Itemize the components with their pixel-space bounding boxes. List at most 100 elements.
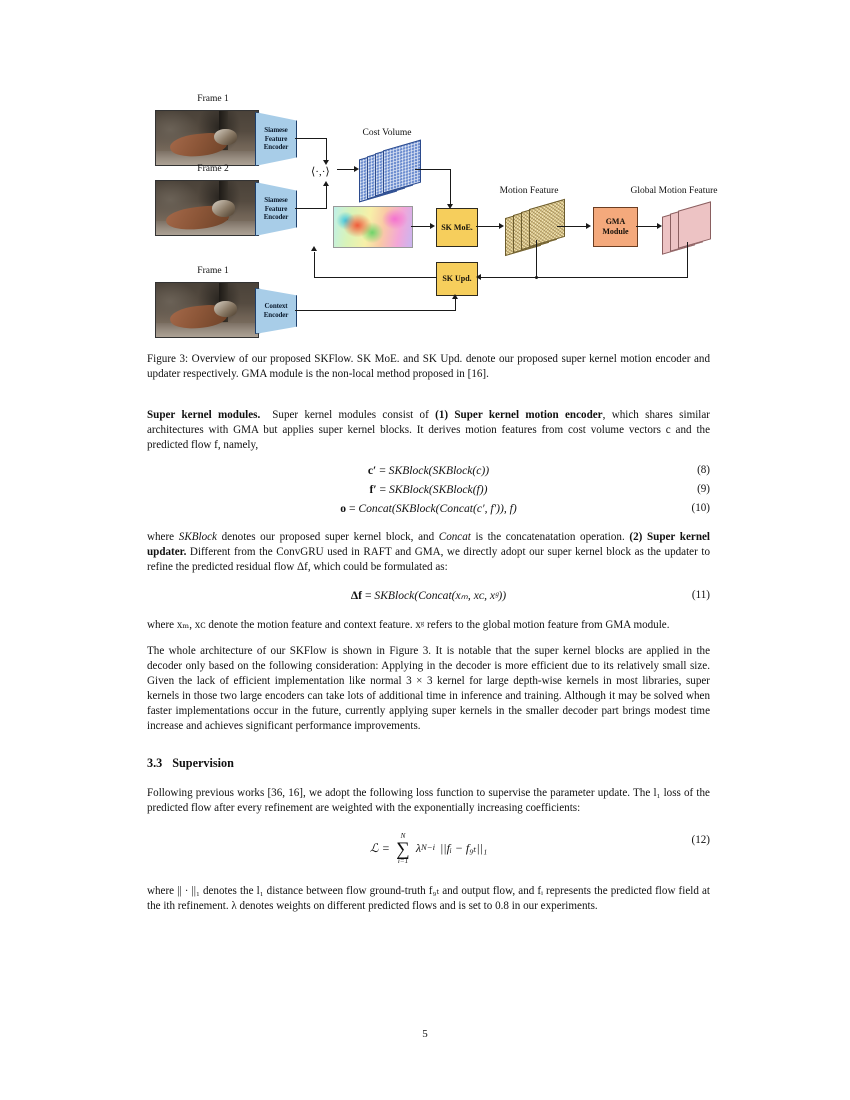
equation-group-8-10: c′ = SKBlock(SKBlock(c)) (8) f′ = SKBloc… bbox=[147, 462, 710, 518]
runin-super-kernel-modules: Super kernel modules. bbox=[147, 409, 261, 422]
siamese-encoder-1-line2: Feature bbox=[264, 134, 288, 143]
page-content: Frame 1 Siamese Feature Encoder Frame 2 bbox=[147, 90, 718, 914]
eq12-lhs: ℒ bbox=[369, 840, 379, 855]
frame1-bottom-label: Frame 1 bbox=[197, 266, 229, 276]
arrowhead-contextencoder-to-skupd bbox=[452, 294, 458, 299]
eq12-norm: ||fᵢ − f₉ₜ||₁ bbox=[440, 840, 488, 855]
wire-costvolume-out bbox=[415, 169, 451, 171]
eq11-lhs: Δf bbox=[350, 588, 363, 602]
equation-8: c′ = SKBlock(SKBlock(c)) (8) bbox=[147, 462, 710, 481]
frame2-label: Frame 2 bbox=[197, 164, 229, 174]
eq12-rel: = bbox=[382, 840, 390, 855]
equation-group-11: Δf = SKBlock(Concat(xₘ, xᴄ, xᵍ)) (11) bbox=[147, 587, 710, 606]
wire-skupd-feedback bbox=[314, 277, 437, 279]
motion-feature-label: Motion Feature bbox=[499, 186, 559, 196]
paragraph-where-skblock: where SKBlock denotes our proposed super… bbox=[147, 530, 710, 575]
eq10-number: (10) bbox=[691, 501, 710, 514]
skm-before-bold: Super kernel modules consist of bbox=[272, 409, 436, 422]
wsk-skblock: SKBlock bbox=[178, 530, 217, 543]
context-encoder: Context Encoder bbox=[255, 288, 297, 334]
eq10-rel: = bbox=[348, 501, 356, 515]
paragraph-super-kernel-modules: Super kernel modules. Super kernel module… bbox=[147, 408, 710, 453]
arrowhead-motionfeature-to-skupd bbox=[476, 274, 481, 280]
cost-volume-label: Cost Volume bbox=[362, 128, 412, 138]
gma-module-line1: GMA bbox=[605, 217, 626, 227]
figure-caption: Figure 3: Overview of our proposed SKFlo… bbox=[147, 353, 710, 381]
arrowhead-skupd-to-flow bbox=[311, 246, 317, 251]
context-encoder-line2: Encoder bbox=[263, 311, 289, 319]
eq9-lhs: f′ bbox=[369, 483, 377, 497]
eq12-sum-upper: N bbox=[400, 832, 406, 841]
context-encoder-line1: Context bbox=[264, 302, 288, 311]
wire-enc2-out bbox=[295, 208, 327, 210]
flow-field-image bbox=[333, 206, 413, 248]
motion-feature-stack bbox=[505, 198, 565, 256]
eq12-sum-lower: i=1 bbox=[397, 857, 409, 866]
eq8-lhs: c′ bbox=[367, 464, 377, 478]
eq11-rhs: SKBlock(Concat(xₘ, xᴄ, xᵍ)) bbox=[374, 588, 507, 602]
paragraph-supervision-intro: Following previous works [36, 16], we ad… bbox=[147, 787, 710, 815]
sk-moe-label: SK MoE. bbox=[441, 222, 473, 232]
eq12-sigma-glyph: ∑ bbox=[396, 838, 410, 860]
arrowhead-flow-to-skmoe bbox=[430, 223, 435, 229]
eq11-rel: = bbox=[364, 588, 372, 602]
section-number: 3.3 bbox=[147, 756, 163, 771]
gma-module-block: GMA Module bbox=[593, 207, 638, 247]
equation-10: o = Concat(SKBlock(Concat(c′, f′)), f) (… bbox=[147, 500, 710, 519]
wire-gmf-to-skupd bbox=[536, 277, 688, 279]
arrowhead-skmoe-to-motionfeature bbox=[499, 223, 504, 229]
figure-3: Frame 1 Siamese Feature Encoder Frame 2 bbox=[147, 90, 718, 342]
cost-volume-stack bbox=[359, 139, 421, 202]
section-title: Supervision bbox=[172, 756, 234, 771]
arrowhead-gma-to-gmf bbox=[657, 223, 662, 229]
wire-enc2-up bbox=[326, 186, 328, 209]
wire-contextencoder-out bbox=[295, 310, 456, 312]
wire-contextencoder-up bbox=[455, 299, 457, 311]
wire-enc1-out bbox=[295, 138, 327, 140]
eq9-number: (9) bbox=[697, 483, 710, 496]
siamese-encoder-2-line3: Encoder bbox=[263, 213, 289, 222]
sk-moe-block: SK MoE. bbox=[436, 208, 478, 247]
frame1-top-image bbox=[155, 110, 259, 166]
eq12-number: (12) bbox=[691, 834, 710, 847]
wire-costvolume-down bbox=[450, 169, 452, 205]
eq11-number: (11) bbox=[691, 588, 710, 601]
wire-motionfeature-to-skupd bbox=[481, 277, 537, 279]
wire-flow-to-skmoe bbox=[411, 226, 431, 228]
wire-enc1-down bbox=[326, 138, 328, 161]
wire-corr-to-costvolume bbox=[337, 169, 355, 171]
siamese-feature-encoder-1: Siamese Feature Encoder bbox=[255, 112, 297, 166]
paragraph-where-norm: where || · ||₁ denotes the l₁ distance b… bbox=[147, 885, 710, 913]
siamese-encoder-2-line1: Siamese bbox=[264, 196, 288, 205]
wire-motionfeature-to-gma bbox=[557, 226, 587, 228]
equation-9: f′ = SKBlock(SKBlock(f)) (9) bbox=[147, 481, 711, 500]
figure-canvas: Frame 1 Siamese Feature Encoder Frame 2 bbox=[147, 90, 718, 342]
wsk-concat: Concat bbox=[438, 530, 471, 543]
eq8-rhs: SKBlock(SKBlock(c)) bbox=[388, 464, 490, 478]
wsk-part2: denotes our proposed super kernel block,… bbox=[216, 530, 439, 543]
wire-gmf-down bbox=[687, 242, 689, 278]
eq12-lambda: λ bbox=[415, 840, 422, 855]
wire-skupd-feedback-up bbox=[314, 252, 316, 278]
eq9-rel: = bbox=[379, 483, 387, 497]
arrowhead-costvolume-to-skmoe bbox=[447, 204, 453, 209]
wsk-part1: where bbox=[147, 530, 179, 543]
sk-upd-label: SK Upd. bbox=[442, 274, 472, 284]
arrowhead-enc2-to-corr bbox=[323, 181, 329, 186]
wire-skmoe-to-motionfeature bbox=[476, 226, 500, 228]
arrowhead-corr-to-costvolume bbox=[354, 166, 359, 172]
paragraph-where-x: where xₘ, xᴄ denote the motion feature a… bbox=[147, 618, 670, 631]
skm-after-bold: , which shares similar architectures wit… bbox=[147, 409, 710, 452]
siamese-feature-encoder-2: Siamese Feature Encoder bbox=[255, 182, 297, 236]
frame2-image bbox=[155, 180, 259, 236]
arrowhead-enc1-to-corr bbox=[323, 160, 329, 165]
eq10-lhs: o bbox=[340, 501, 347, 515]
siamese-encoder-2-line2: Feature bbox=[264, 204, 288, 213]
section-heading-supervision: 3.3 Supervision bbox=[147, 756, 710, 771]
eq8-number: (8) bbox=[697, 464, 710, 477]
siamese-encoder-1-line3: Encoder bbox=[263, 143, 289, 152]
eq12-summation: N ∑ i=1 bbox=[396, 833, 410, 865]
wsk-part4: Different from the ConvGRU used in RAFT … bbox=[147, 545, 710, 573]
